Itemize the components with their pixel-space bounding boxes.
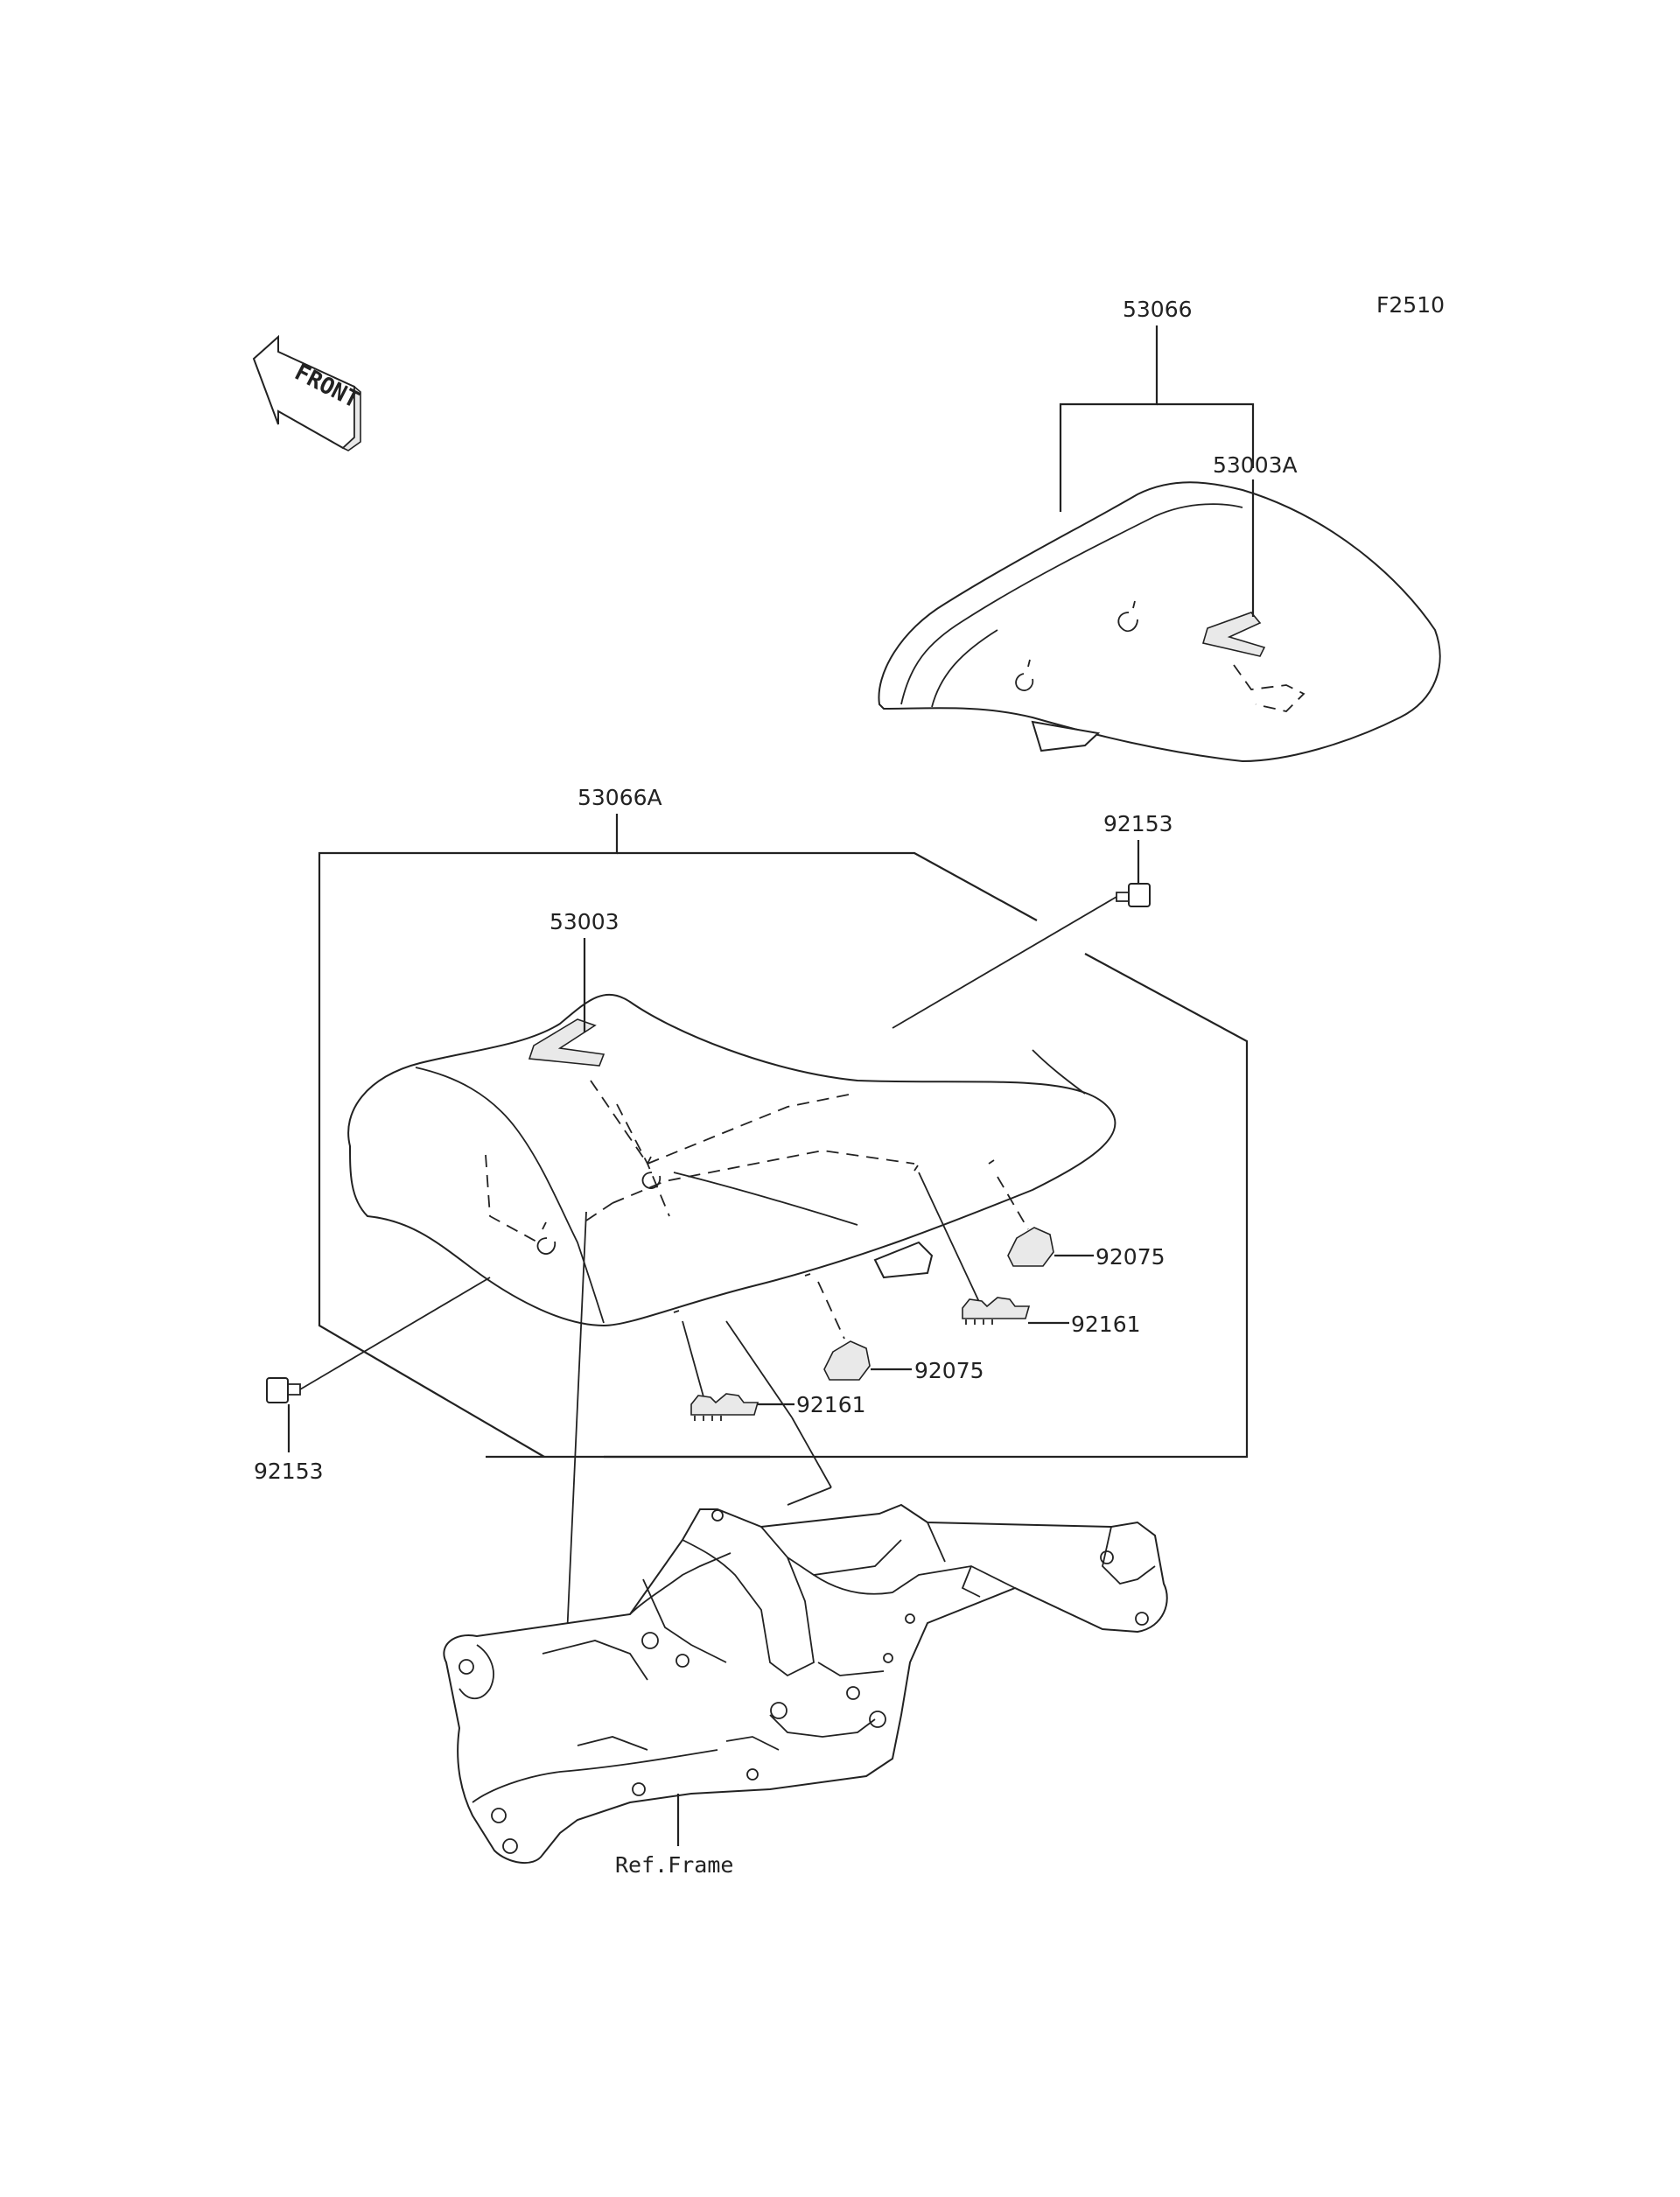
callout-92161-right: 92161: [1071, 1312, 1141, 1337]
callout-92161-center: 92161: [796, 1392, 866, 1417]
front-strap-callout: 53003: [550, 909, 620, 1032]
front-direction-icon: FRONT: [252, 334, 363, 451]
callout-ref-frame: Ref.Frame: [615, 1852, 733, 1878]
callout-53003: 53003: [550, 909, 620, 934]
callout-53066: 53066: [1123, 297, 1193, 322]
front-seat: [347, 993, 1116, 1327]
rear-seat-callout: 53066 53003A: [1059, 297, 1298, 617]
callout-92153-left: 92153: [254, 1459, 324, 1484]
front-seat-callout: 53066A: [318, 785, 1249, 1459]
callout-53003A: 53003A: [1213, 452, 1298, 478]
rear-seat: [878, 481, 1441, 763]
stopper-right: 92161: [918, 1172, 1141, 1337]
bolt-right: 92153: [892, 811, 1173, 1029]
damper-center: 92075: [817, 1281, 984, 1383]
frame-callout: Ref.Frame: [615, 1794, 733, 1878]
frame: [443, 1503, 1168, 1865]
callout-92075-right: 92075: [1096, 1244, 1166, 1270]
figure-code: F2510: [1376, 292, 1445, 318]
callout-92153-right: 92153: [1103, 811, 1173, 836]
damper-right: 92075: [997, 1176, 1166, 1270]
callout-92075-center: 92075: [914, 1358, 984, 1383]
callout-53066A: 53066A: [578, 785, 662, 810]
stopper-center: 92161: [682, 1320, 866, 1421]
bolt-left: 92153: [254, 1277, 491, 1484]
